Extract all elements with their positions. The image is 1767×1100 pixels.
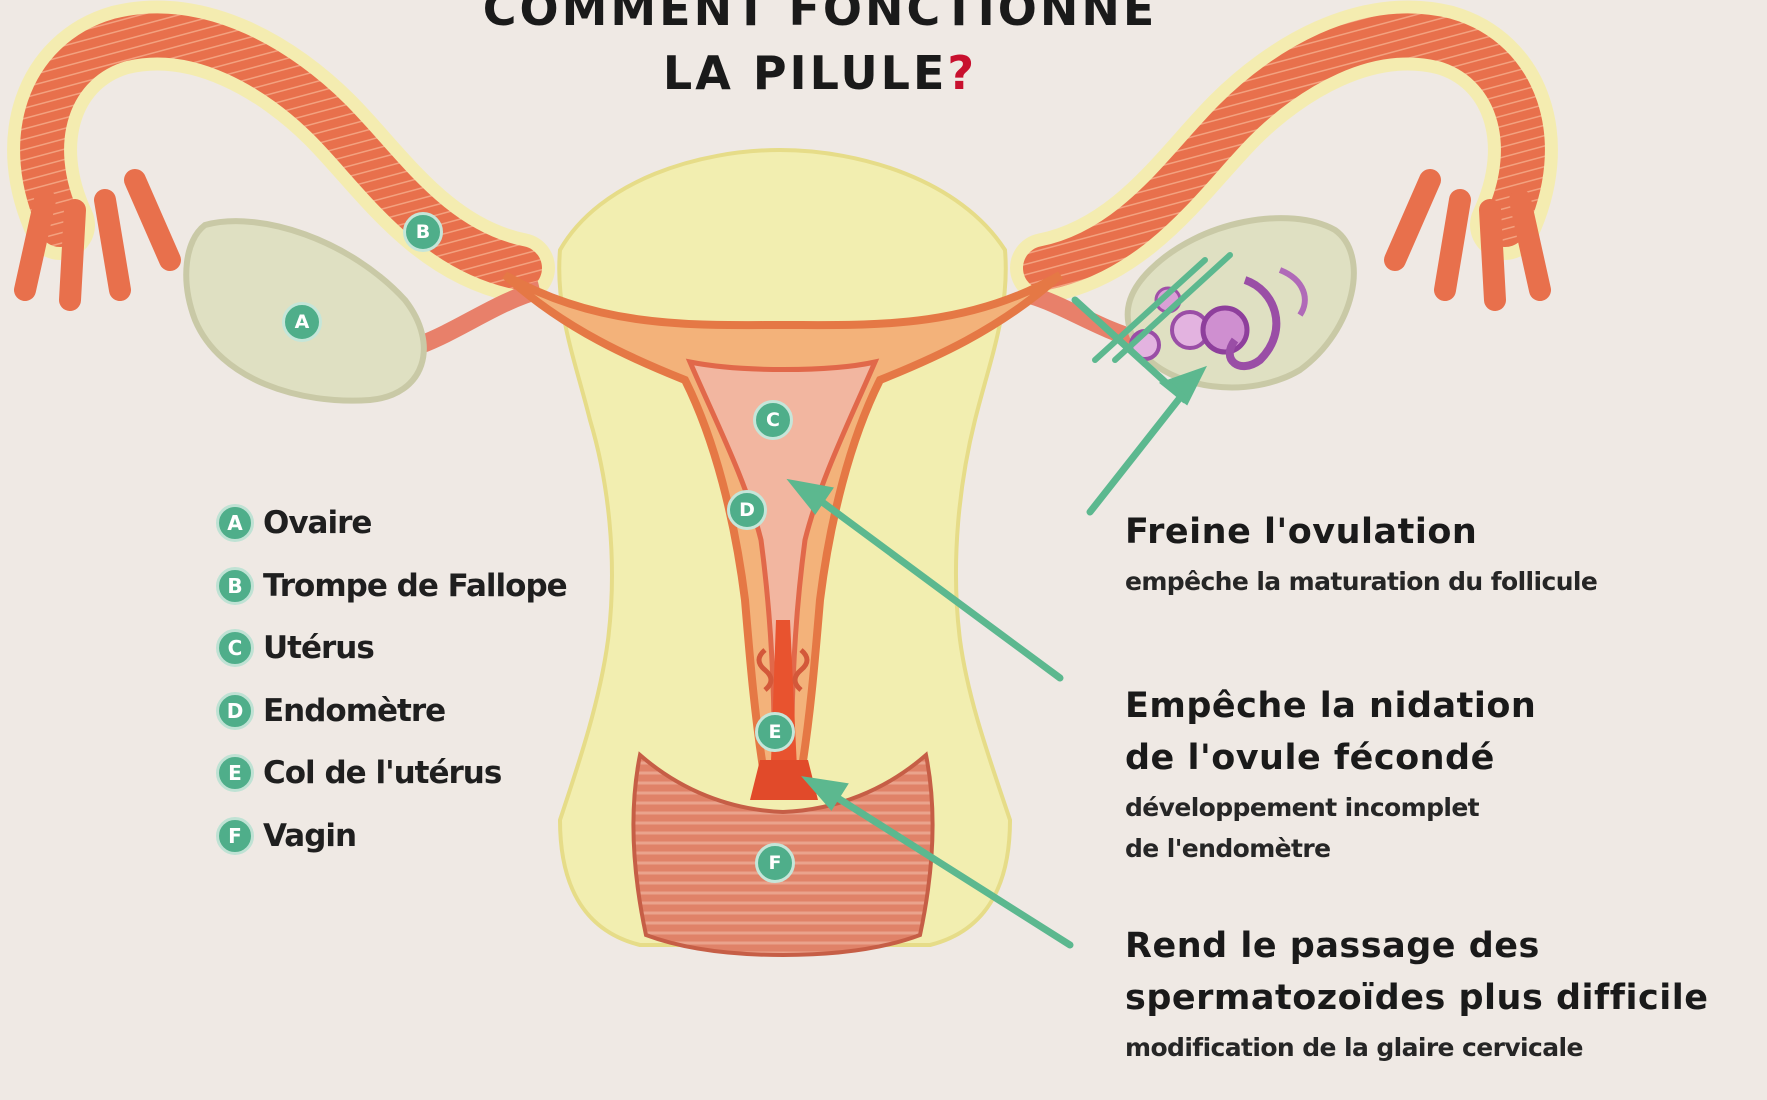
annotation-heading: Freine l'ovulation	[1125, 506, 1597, 558]
marker-endometrium: D	[727, 490, 767, 530]
legend-badge: C	[216, 629, 254, 667]
legend-label: Col de l'utérus	[263, 755, 501, 791]
annotation-nidation: Empêche la nidation de l'ovule fécondé d…	[1125, 680, 1536, 872]
page-title: COMMENT FONCTIONNE	[0, 0, 1640, 32]
legend-label: Vagin	[263, 818, 356, 854]
annotation-passage: Rend le passage des spermatozoïdes plus …	[1125, 920, 1708, 1071]
legend-item-col: E Col de l'utérus	[216, 755, 567, 791]
legend-item-ovaire: A Ovaire	[216, 505, 567, 541]
annotation-detail: empêche la maturation du follicule	[1125, 558, 1597, 605]
legend-item-vagin: F Vagin	[216, 818, 567, 854]
legend-badge: B	[216, 567, 254, 605]
annotation-detail: modification de la glaire cervicale	[1125, 1024, 1708, 1071]
legend-item-uterus: C Utérus	[216, 630, 567, 666]
annotation-detail: développement incomplet	[1125, 784, 1536, 831]
annotation-detail: de l'endomètre	[1125, 825, 1536, 872]
legend-badge: F	[216, 817, 254, 855]
page-title-line-2: LA PILULE?	[0, 50, 1640, 96]
marker-ovary: A	[282, 302, 322, 342]
legend-badge: E	[216, 754, 254, 792]
legend: A Ovaire B Trompe de Fallope C Utérus D …	[216, 505, 567, 880]
annotation-ovulation: Freine l'ovulation empêche la maturation…	[1125, 506, 1597, 605]
legend-label: Utérus	[263, 630, 374, 666]
annotation-heading: de l'ovule fécondé	[1125, 732, 1536, 784]
legend-label: Trompe de Fallope	[263, 568, 567, 604]
title-text: LA PILULE	[663, 46, 948, 100]
legend-label: Ovaire	[263, 505, 371, 541]
legend-badge: A	[216, 504, 254, 542]
legend-item-endometre: D Endomètre	[216, 693, 567, 729]
annotation-heading: spermatozoïdes plus difficile	[1125, 972, 1708, 1024]
annotation-heading: Rend le passage des	[1125, 920, 1708, 972]
marker-vagina: F	[755, 843, 795, 883]
legend-badge: D	[216, 692, 254, 730]
legend-label: Endomètre	[263, 693, 445, 729]
marker-fallopian-tube: B	[403, 212, 443, 252]
annotation-heading: Empêche la nidation	[1125, 680, 1536, 732]
marker-cervix: E	[755, 712, 795, 752]
legend-item-trompe: B Trompe de Fallope	[216, 568, 567, 604]
title-question-mark: ?	[947, 46, 977, 100]
marker-uterus: C	[753, 400, 793, 440]
